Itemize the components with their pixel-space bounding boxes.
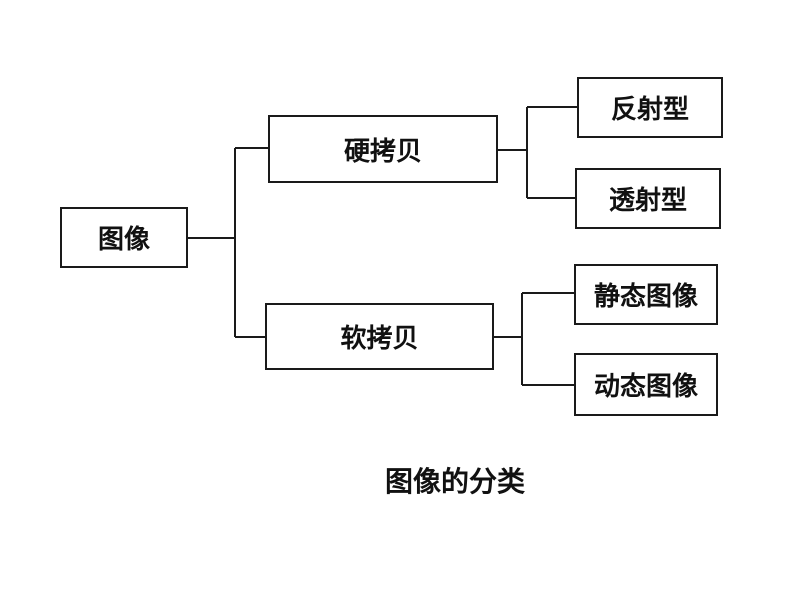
node-image: 图像 <box>60 207 188 268</box>
node-static-image: 静态图像 <box>574 264 718 325</box>
diagram-caption: 图像的分类 <box>384 465 525 498</box>
edge-softcopy-children <box>494 292 574 386</box>
node-hard-copy: 硬拷贝 <box>268 115 498 183</box>
node-reflective: 反射型 <box>577 77 723 138</box>
edge-root-trunk <box>188 147 268 338</box>
node-soft-copy: 软拷贝 <box>265 303 494 370</box>
node-transmissive: 透射型 <box>575 168 721 229</box>
edge-hardcopy-children <box>498 106 577 199</box>
node-dynamic-image: 动态图像 <box>574 353 718 416</box>
